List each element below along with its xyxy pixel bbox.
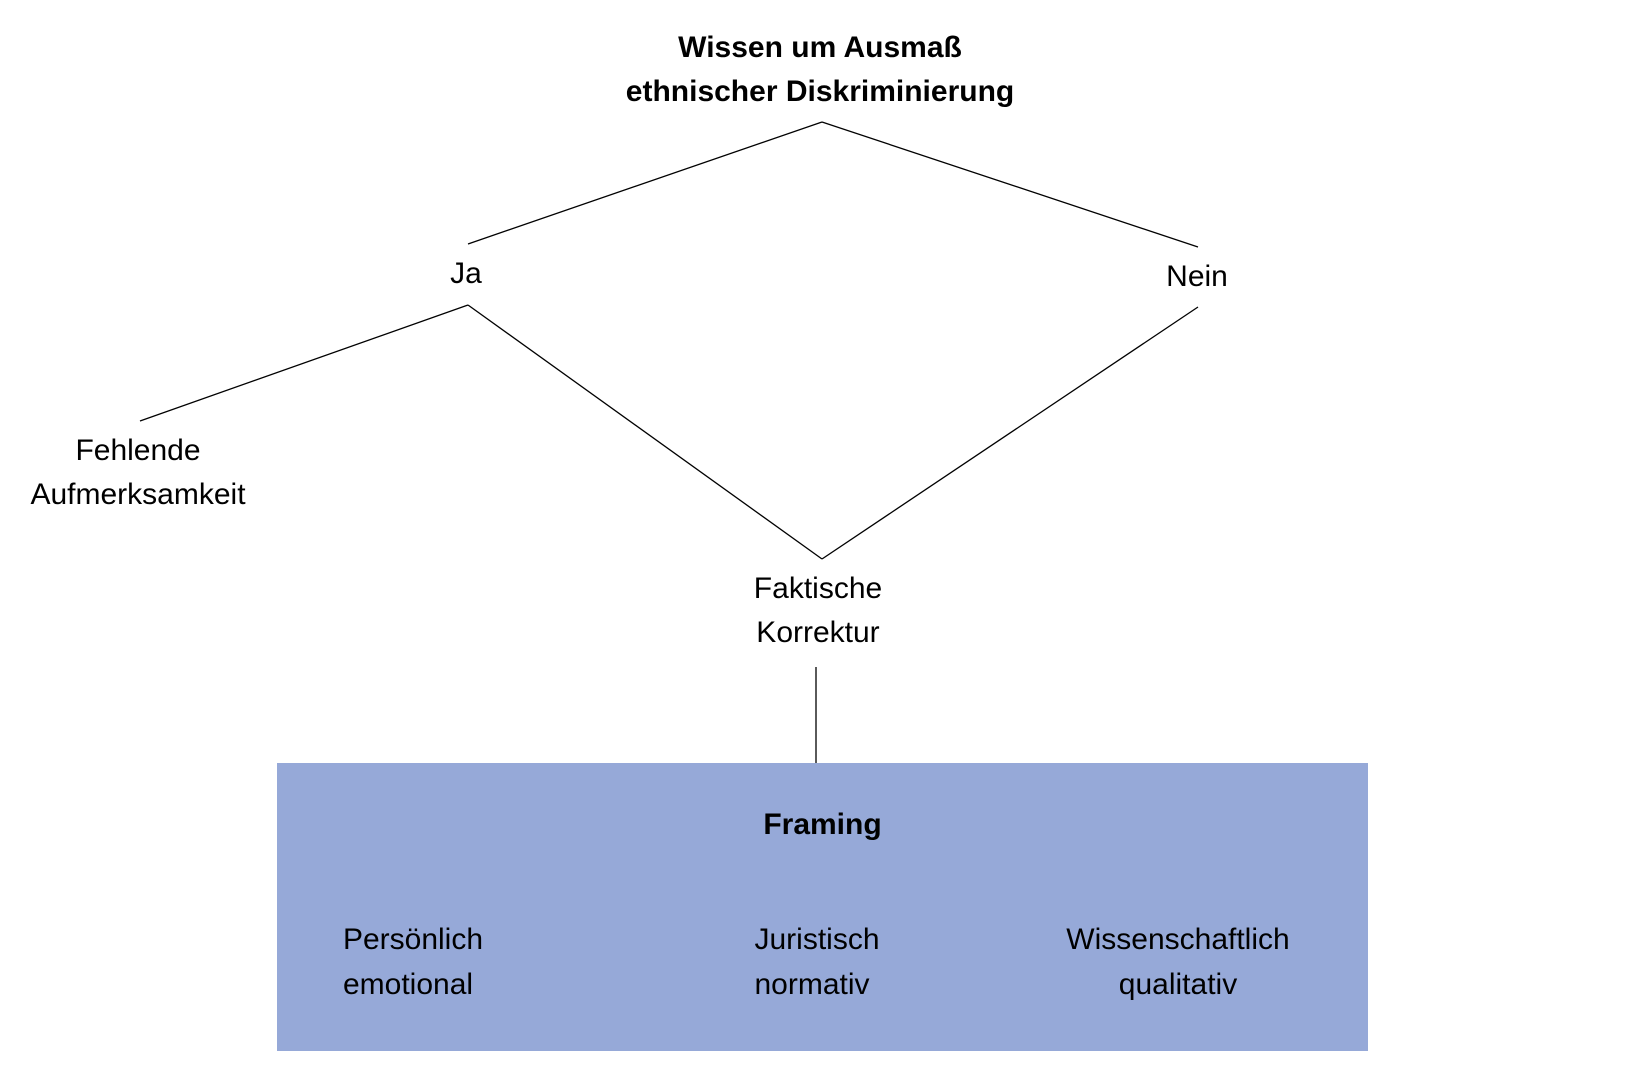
edge-ja-faktische <box>467 304 823 560</box>
nein-node: Nein <box>1166 255 1228 299</box>
framing-item-3-line-1: Wissenschaftlich <box>1066 923 1290 956</box>
framing-title: Framing <box>763 808 882 841</box>
ja-node-label: Ja <box>450 257 482 290</box>
framing-item-wissenschaftlich: Wissenschaftlich qualitativ <box>1066 917 1289 1007</box>
framing-item-3-line-2: qualitativ <box>1118 968 1238 1001</box>
nein-node-label: Nein <box>1166 260 1228 293</box>
framing-item-1-line-2: emotional <box>342 968 474 1001</box>
faktische-line-1: Faktische <box>753 572 883 605</box>
framing-item-2-line-2: normativ <box>754 968 870 1001</box>
fehlende-aufmerksamkeit-node: Fehlende Aufmerksamkeit <box>30 429 245 517</box>
framing-item-2-line-1: Juristisch <box>754 923 880 956</box>
edge-nein-faktische <box>821 306 1199 560</box>
fehlende-line-1: Fehlende <box>75 434 201 467</box>
edge-root-nein <box>821 121 1199 248</box>
edge-root-ja <box>467 121 823 245</box>
edge-ja-fehlende <box>139 304 469 422</box>
framing-item-juristisch: Juristisch normativ <box>754 917 879 1007</box>
ja-node: Ja <box>450 252 482 296</box>
root-node: Wissen um Ausmaß ethnischer Diskriminier… <box>626 26 1014 114</box>
root-node-line-1: Wissen um Ausmaß <box>678 31 962 64</box>
framing-item-persoenlich: Persönlich emotional <box>343 917 483 1007</box>
faktische-korrektur-node: Faktische Korrektur <box>754 567 882 655</box>
root-node-line-2: ethnischer Diskriminierung <box>625 75 1015 108</box>
framing-box: Framing Persönlich emotional Juristisch … <box>277 763 1368 1051</box>
fehlende-line-2: Aufmerksamkeit <box>30 478 246 511</box>
framing-item-1-line-1: Persönlich <box>342 923 484 956</box>
faktische-line-2: Korrektur <box>756 616 880 649</box>
